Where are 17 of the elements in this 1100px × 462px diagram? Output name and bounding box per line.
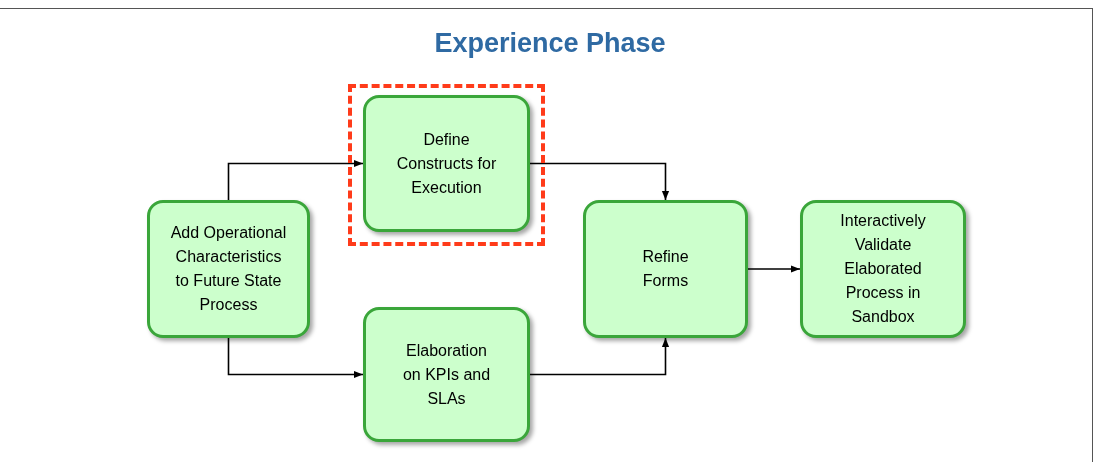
box-label: Elaboration on KPIs and SLAs bbox=[401, 340, 492, 409]
arrow bbox=[227, 159, 364, 201]
diagram-title: Experience Phase bbox=[434, 28, 666, 59]
arrow bbox=[529, 162, 670, 201]
box-label: Define Constructs for Execution bbox=[395, 129, 498, 198]
process-box bbox=[583, 200, 748, 338]
arrow bbox=[227, 337, 364, 379]
process-box bbox=[363, 95, 530, 232]
process-box bbox=[363, 307, 530, 442]
box-label: Interactively Validate Elaborated Process in Sandbox bbox=[839, 211, 927, 327]
process-box bbox=[800, 200, 966, 338]
arrow bbox=[747, 265, 801, 273]
highlight-frame bbox=[348, 84, 545, 246]
box-label: Add Operational Characteristics to Future State Process bbox=[170, 223, 287, 315]
box-label: Refine Forms bbox=[641, 247, 690, 291]
arrow bbox=[529, 337, 670, 376]
process-box bbox=[147, 200, 310, 338]
